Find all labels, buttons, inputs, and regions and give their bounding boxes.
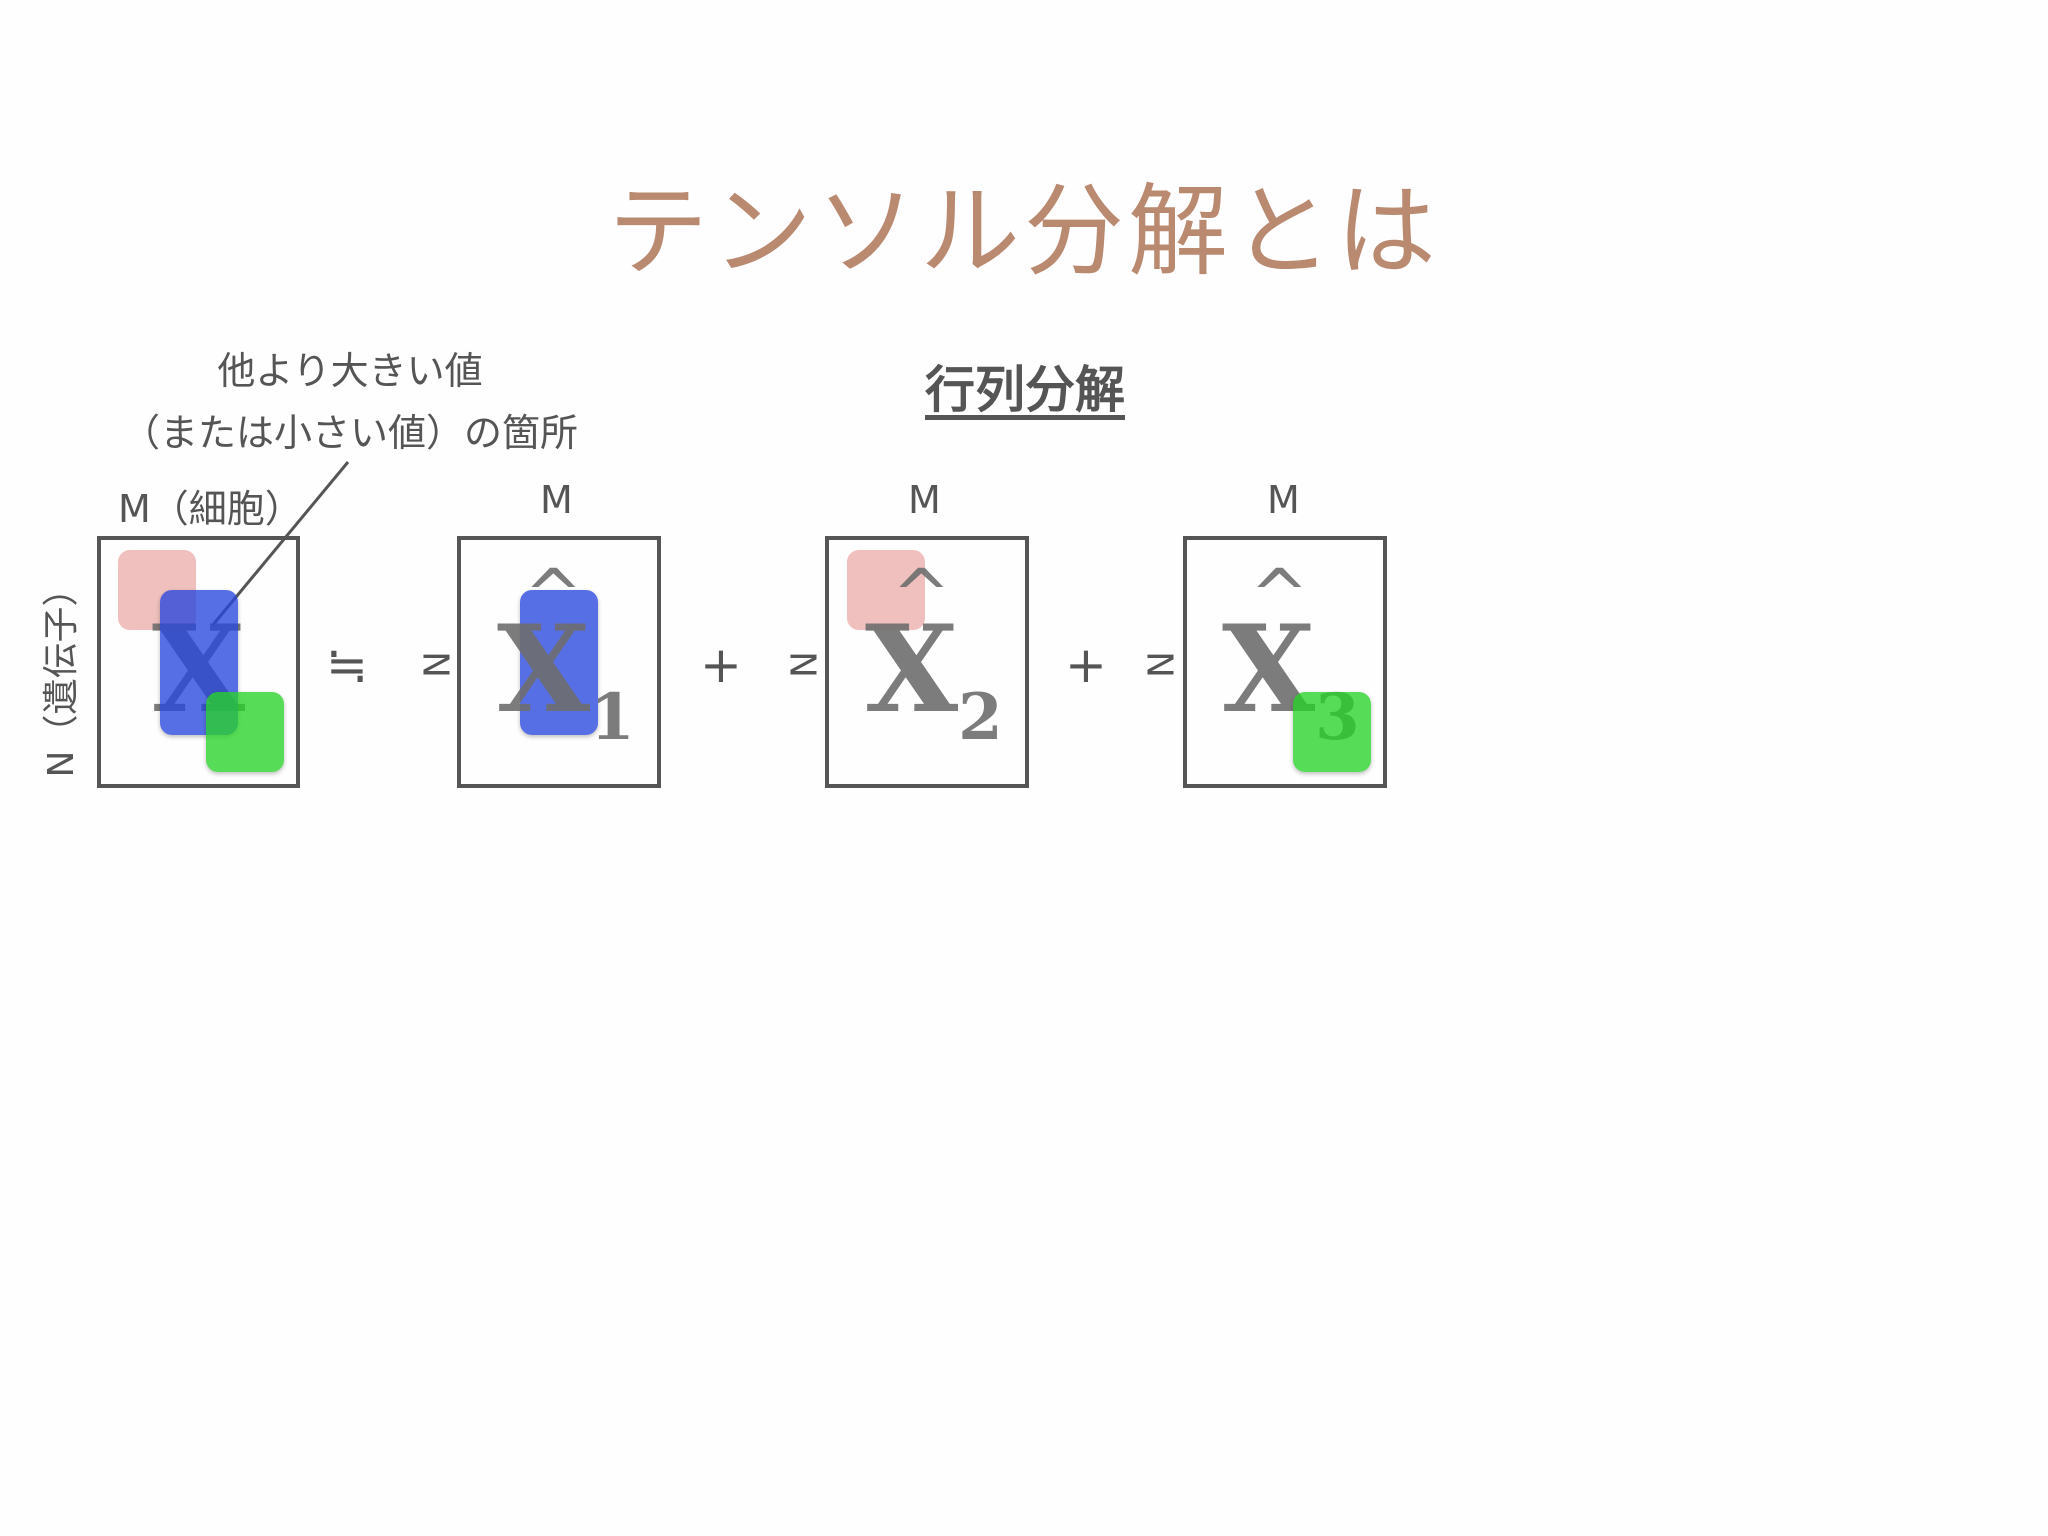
matrix-x3-green-patch	[1293, 692, 1371, 772]
plus-operator-1: +	[700, 636, 742, 694]
matrix-x2-hat: ^	[892, 554, 951, 636]
matrix-x3	[1183, 536, 1387, 788]
matrix-x-green-patch	[206, 692, 284, 772]
matrix-x1-symbol: X1	[497, 599, 635, 755]
matrix-x2-pink-patch	[847, 550, 925, 630]
matrix-x1	[457, 536, 661, 788]
callout-line-1: 他より大きい値	[217, 349, 483, 393]
slide-title: テンソル分解とは	[608, 173, 1440, 290]
matrix-x2-column-label: M	[908, 478, 941, 522]
matrix-x	[97, 536, 300, 788]
approx-operator: ≒	[326, 636, 368, 694]
callout-line-2: （または小さい値）の箇所	[121, 411, 578, 455]
matrix-x2-row-label: N	[784, 651, 826, 678]
matrix-x3-row-label: N	[1141, 651, 1183, 678]
matrix-x2-symbol: X2	[865, 599, 1003, 755]
matrix-x2	[825, 536, 1029, 788]
matrix-x-row-label: N（遺伝子）	[41, 570, 82, 778]
matrix-x1-row-label: N	[417, 651, 459, 678]
matrix-x-column-label: M（細胞）	[118, 487, 303, 531]
matrix-x1-column-label: M	[540, 478, 573, 522]
matrix-x1-hat: ^	[524, 554, 583, 636]
section-subtitle: 行列分解	[925, 361, 1125, 419]
plus-operator-2: +	[1065, 636, 1107, 694]
callout-text: 他より大きい値 （または小さい値）の箇所	[80, 340, 620, 464]
matrix-x1-blue-patch	[520, 590, 598, 735]
matrix-x3-column-label: M	[1267, 478, 1300, 522]
matrix-x3-hat: ^	[1250, 554, 1309, 636]
